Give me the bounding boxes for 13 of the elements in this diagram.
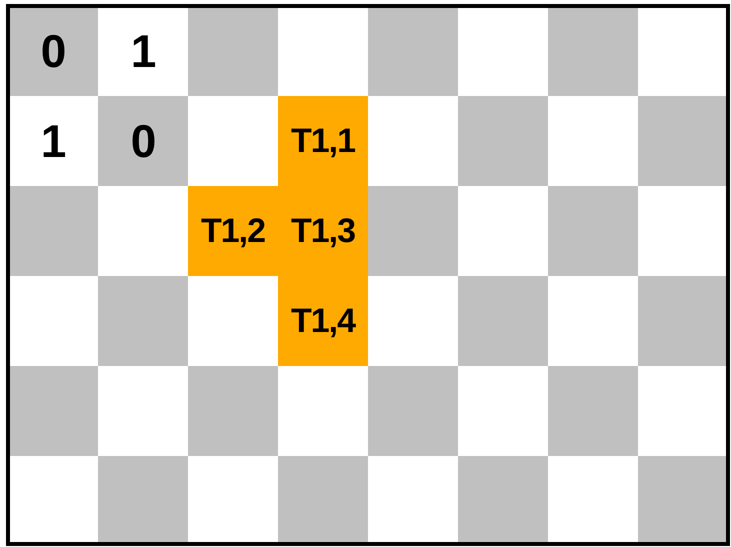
highlighted-square	[278, 276, 368, 366]
highlighted-square	[188, 186, 278, 276]
grid-square	[8, 6, 98, 96]
cell-value: 0	[130, 114, 156, 168]
cell-value: T1,2	[200, 212, 266, 250]
cell-value: T1,3	[290, 212, 356, 250]
cell-value: 1	[130, 24, 156, 78]
cell-value: 1	[40, 114, 66, 168]
cell-value: 0	[40, 24, 66, 78]
cell-value: T1,4	[290, 302, 356, 340]
grid-square	[98, 96, 188, 186]
cell-value: T1,1	[290, 122, 356, 160]
highlighted-square	[278, 96, 368, 186]
